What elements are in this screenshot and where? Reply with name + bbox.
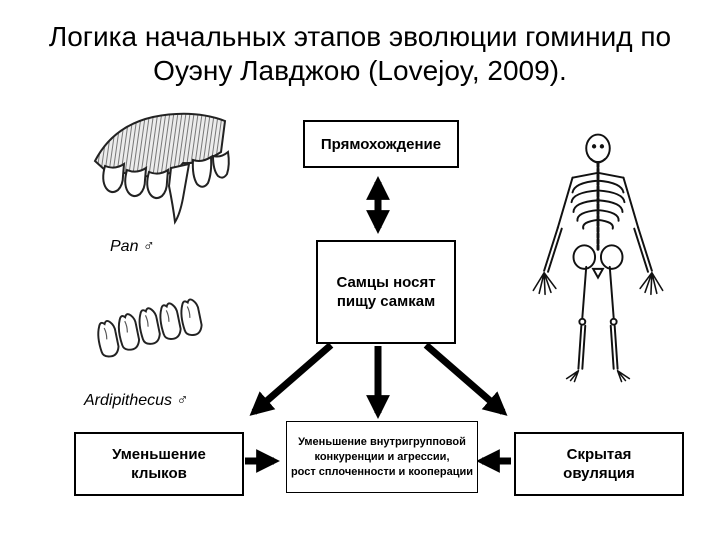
ardipithecus-label: Ardipithecus ♂ bbox=[84, 392, 189, 409]
box-provisioning: Самцы носят пищу самкам bbox=[316, 240, 456, 344]
arrow-provisioning-canine bbox=[249, 342, 334, 416]
ardipithecus-teeth-image bbox=[95, 297, 204, 359]
box-concealed-ovulation: Скрытая овуляция bbox=[514, 432, 684, 496]
pan-jaw-image bbox=[93, 112, 230, 225]
box-concealed-ovulation-label: Скрытая овуляция bbox=[563, 446, 635, 482]
box-canine-reduction: Уменьшение клыков bbox=[74, 432, 244, 496]
box-bipedalism-label: Прямохождение bbox=[320, 135, 442, 153]
box-cooperation-label: Уменьшение внутригрупповой конкуренции и… bbox=[290, 435, 474, 478]
pan-label: Pan ♂ bbox=[110, 238, 155, 255]
slide-title: Логика начальных этапов эволюции гоминид… bbox=[48, 21, 672, 86]
box-canine-reduction-label: Уменьшение клыков bbox=[112, 446, 206, 482]
arrow-provisioning-ovulation bbox=[423, 342, 508, 416]
skeleton-image bbox=[532, 133, 664, 383]
box-provisioning-label: Самцы носят пищу самкам bbox=[336, 274, 436, 310]
box-bipedalism: Прямохождение bbox=[303, 120, 459, 168]
box-cooperation: Уменьшение внутригрупповой конкуренции и… bbox=[286, 421, 478, 493]
